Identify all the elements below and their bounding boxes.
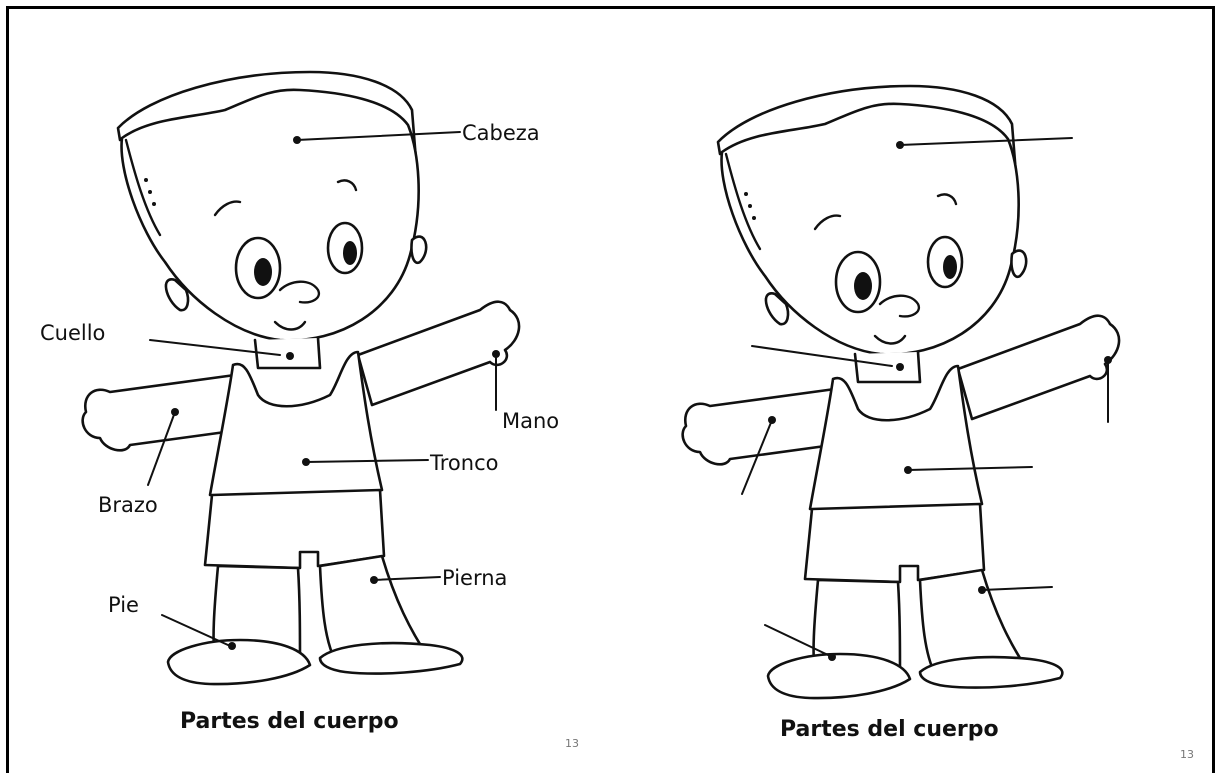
blank-label-leaders <box>741 137 1112 661</box>
label-mano: Mano <box>502 409 559 433</box>
label-cabeza: Cabeza <box>462 121 540 145</box>
boy-figure <box>681 84 1121 700</box>
labeled-panel: Cabeza Cuello Mano Brazo Tronco Pierna P… <box>0 0 613 773</box>
worksheet-boy-illustration: Partes del cuerpo 13 <box>681 84 1194 761</box>
page-number: 13 <box>565 737 579 750</box>
worksheet-panel: Partes del cuerpo 13 <box>600 0 1213 773</box>
panel-title: Partes del cuerpo <box>780 717 999 742</box>
boy-figure <box>81 70 521 686</box>
panel-title: Partes del cuerpo <box>180 709 399 734</box>
label-pierna: Pierna <box>442 566 507 590</box>
label-brazo: Brazo <box>98 493 158 517</box>
label-cuello: Cuello <box>40 321 105 345</box>
labeled-boy-illustration: Cabeza Cuello Mano Brazo Tronco Pierna P… <box>40 70 579 750</box>
page-number: 13 <box>1180 748 1194 761</box>
label-tronco: Tronco <box>429 451 498 475</box>
label-pie: Pie <box>108 593 139 617</box>
page-border <box>6 6 1215 773</box>
label-leaders <box>147 131 500 650</box>
